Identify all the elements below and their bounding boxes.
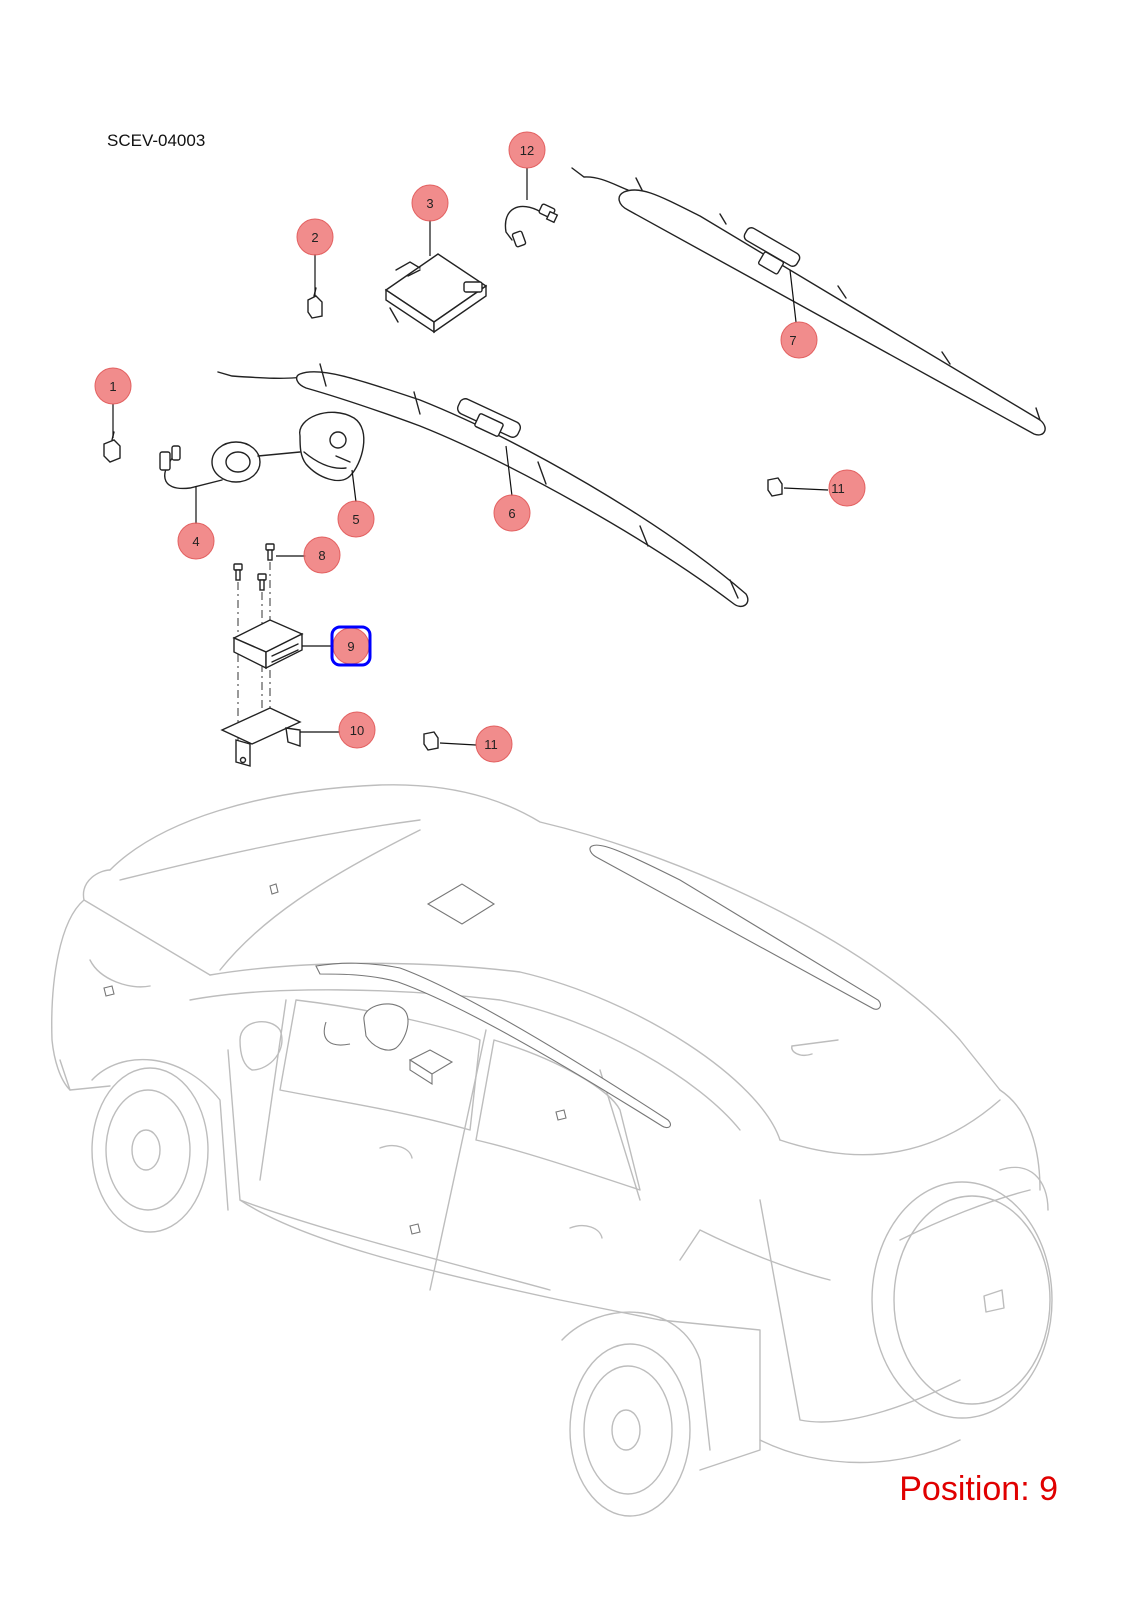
part-6-curtain-airbag-left[interactable]	[217, 363, 749, 608]
callout-7[interactable]: 7	[780, 321, 818, 359]
callout-8[interactable]: 8	[303, 536, 341, 574]
callout-label: 8	[318, 548, 325, 563]
callout-label: 1	[109, 379, 116, 394]
callout-12[interactable]: 12	[508, 131, 546, 169]
document-code: SCEV-04003	[107, 131, 206, 150]
part-8-bolts[interactable]	[233, 543, 275, 591]
part-5-driver-airbag[interactable]	[299, 411, 365, 482]
vehicle-outline	[51, 784, 1053, 1517]
part-3-passenger-airbag[interactable]	[384, 253, 488, 334]
callout-label: 2	[311, 230, 318, 245]
callout-label: 11	[831, 481, 845, 496]
callout-5[interactable]: 5	[337, 500, 375, 538]
part-9-airbag-control-unit[interactable]	[232, 619, 304, 670]
vehicle-installed-parts	[103, 844, 881, 1235]
callout-1[interactable]: 1	[94, 367, 132, 405]
callout-9-selected[interactable]: 9	[330, 625, 372, 667]
part-7-curtain-airbag-right[interactable]	[571, 167, 1046, 436]
part-11-sensor-a[interactable]	[767, 477, 783, 497]
callout-6[interactable]: 6	[493, 494, 531, 532]
callout-3[interactable]: 3	[411, 184, 449, 222]
callout-2[interactable]: 2	[296, 218, 334, 256]
callout-10[interactable]: 10	[338, 711, 376, 749]
selection-outline	[330, 625, 372, 667]
callout-label: 10	[350, 723, 364, 738]
callout-11-lower[interactable]: 11	[475, 725, 513, 763]
callout-label: 12	[520, 143, 534, 158]
callout-label: 5	[352, 512, 359, 527]
part-11-sensor-b[interactable]	[423, 731, 439, 751]
position-indicator: Position: 9	[899, 1470, 1058, 1508]
callout-label: 4	[192, 534, 199, 549]
callout-label: 7	[789, 333, 796, 348]
callout-4[interactable]: 4	[177, 522, 215, 560]
callout-label: 3	[426, 196, 433, 211]
part-2-sensor[interactable]	[307, 287, 323, 319]
callout-11-upper[interactable]: 11	[828, 469, 866, 507]
callout-label: 11	[484, 737, 498, 752]
part-12-harness[interactable]	[504, 203, 559, 248]
part-10-bracket[interactable]	[220, 707, 302, 767]
callout-label: 6	[508, 506, 515, 521]
leader-lines	[112, 168, 829, 746]
part-1-sensor[interactable]	[103, 431, 121, 463]
part-4-clock-spring[interactable]	[159, 441, 301, 490]
callout-label: 9	[347, 639, 354, 654]
